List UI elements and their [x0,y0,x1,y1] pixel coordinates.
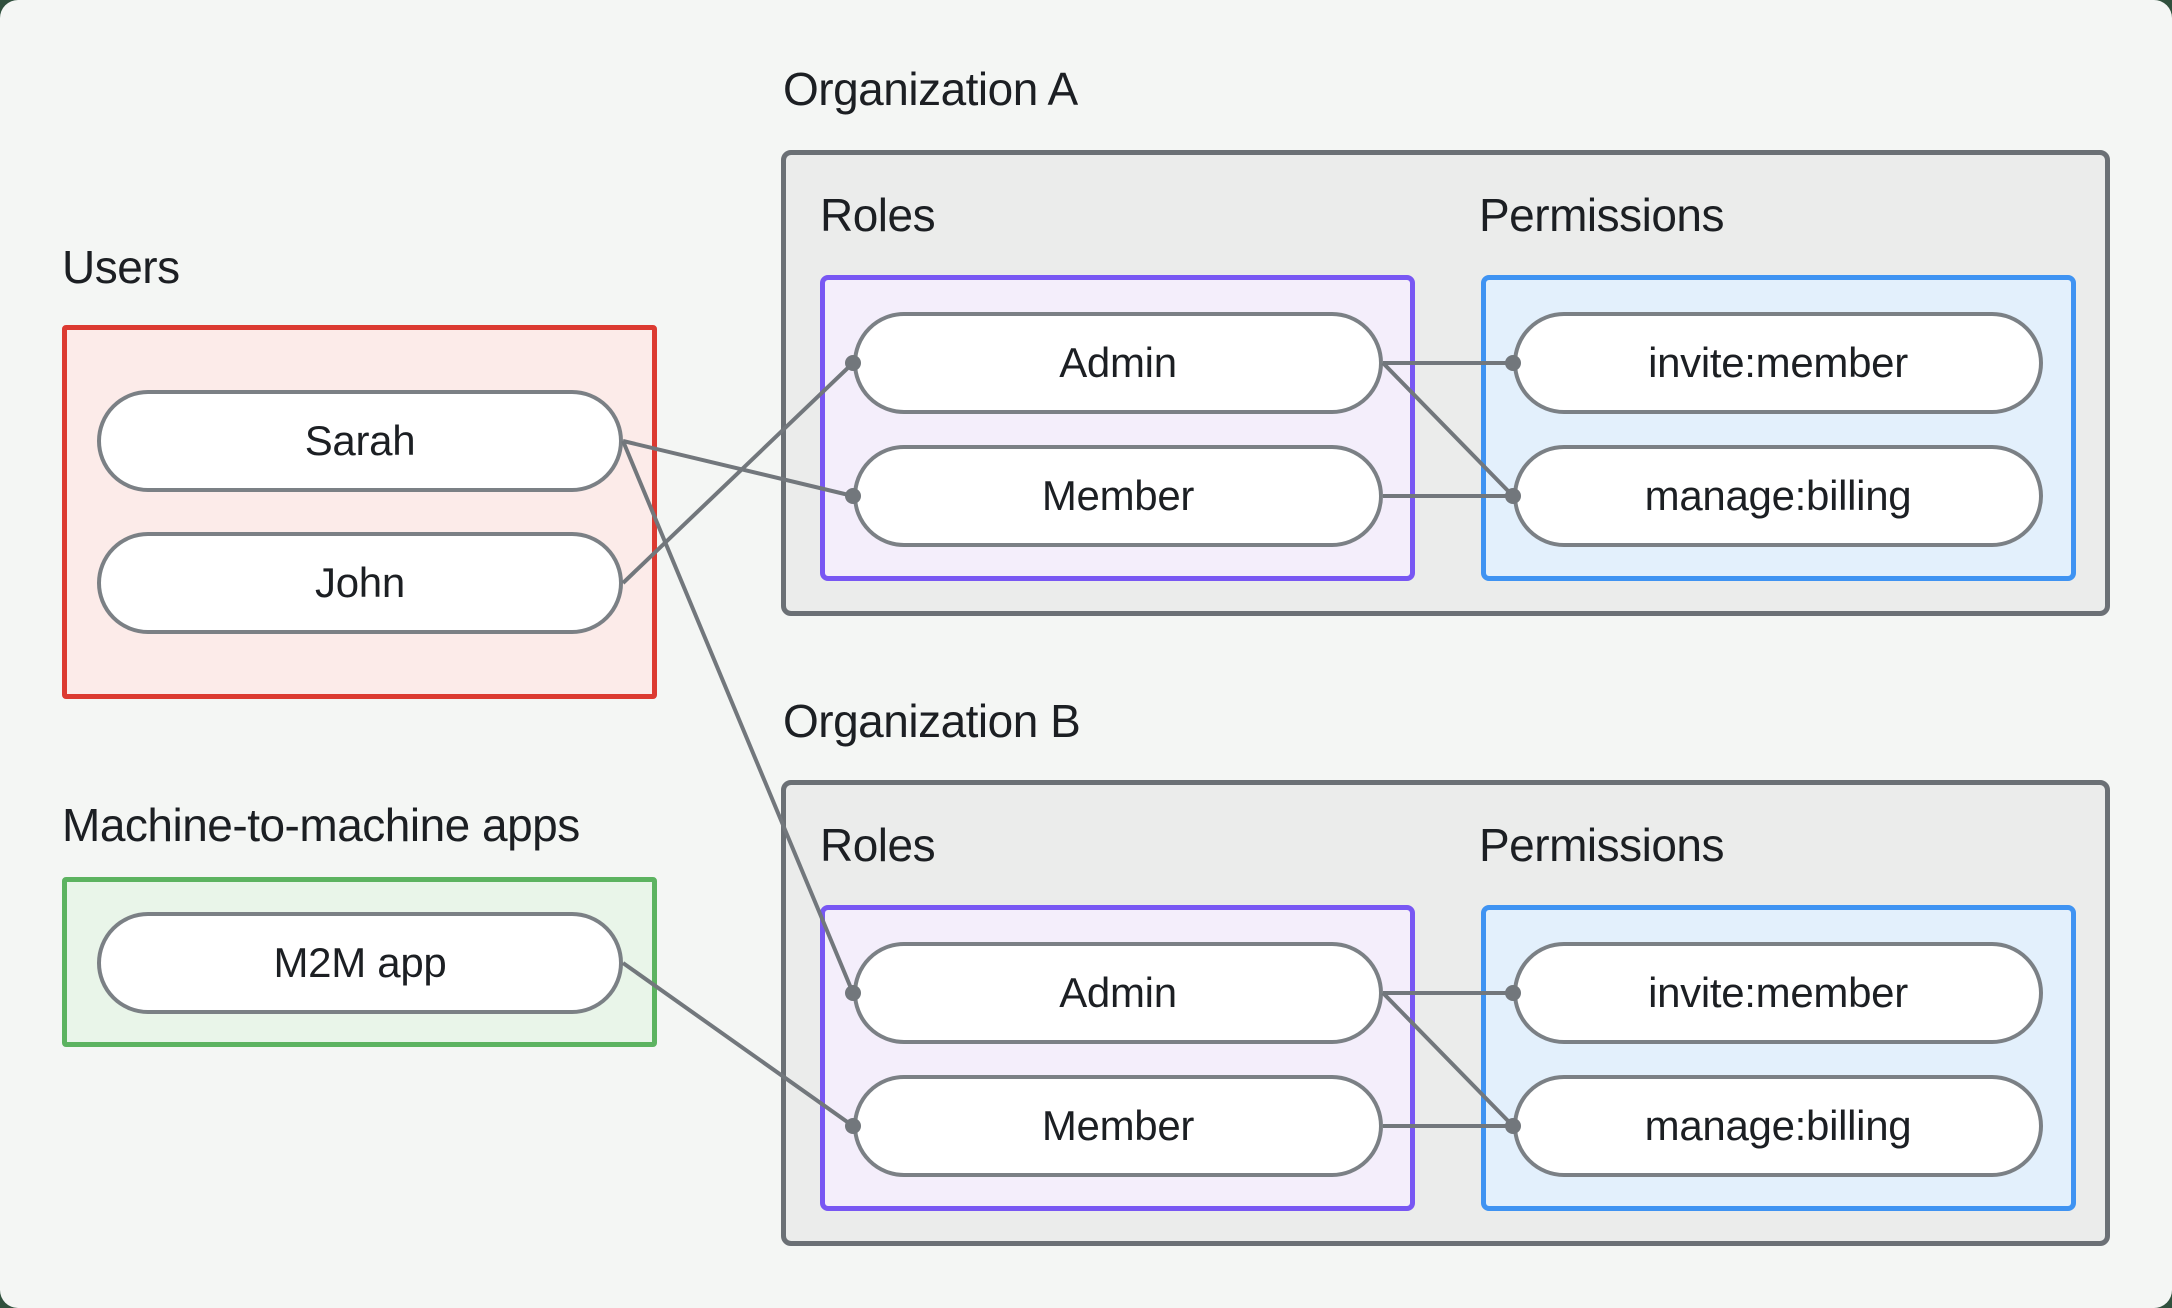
org-b-permission-manage-billing-label: manage:billing [1644,1102,1912,1149]
user-node-sarah-label: Sarah [304,417,416,464]
org-a-title: Organization A [783,63,1078,115]
users-group-label: Users [62,241,180,293]
org-b-permission-invite-member-label: invite:member [1648,969,1908,1016]
m2m-app-node-label: M2M app [273,939,447,986]
org-a-role-admin-label: Admin [1059,339,1177,386]
org-a-role-admin: Admin [853,312,1383,414]
org-b-roles-label: Roles [820,819,936,871]
m2m-group-label: Machine-to-machine apps [62,799,580,851]
org-b-role-admin-label: Admin [1059,969,1177,1016]
org-a-permissions-label: Permissions [1479,189,1725,241]
org-a-permission-manage-billing: manage:billing [1513,445,2043,547]
org-a-roles-label: Roles [820,189,936,241]
org-a-permission-manage-billing-label: manage:billing [1644,472,1912,519]
user-node-john: John [97,532,623,634]
user-node-john-label: John [315,559,405,606]
org-a-role-member: Member [853,445,1383,547]
org-a-permission-invite-member-label: invite:member [1648,339,1908,386]
org-a-permission-invite-member: invite:member [1513,312,2043,414]
org-a-role-member-label: Member [1041,472,1195,519]
user-node-sarah: Sarah [97,390,623,492]
org-b-permission-manage-billing: manage:billing [1513,1075,2043,1177]
org-b-permission-invite-member: invite:member [1513,942,2043,1044]
m2m-app-node: M2M app [97,912,623,1014]
org-b-role-admin: Admin [853,942,1383,1044]
users-group-box [62,325,657,699]
org-b-role-member: Member [853,1075,1383,1177]
org-b-role-member-label: Member [1041,1102,1195,1149]
org-b-permissions-label: Permissions [1479,819,1725,871]
org-b-title: Organization B [783,695,1081,747]
